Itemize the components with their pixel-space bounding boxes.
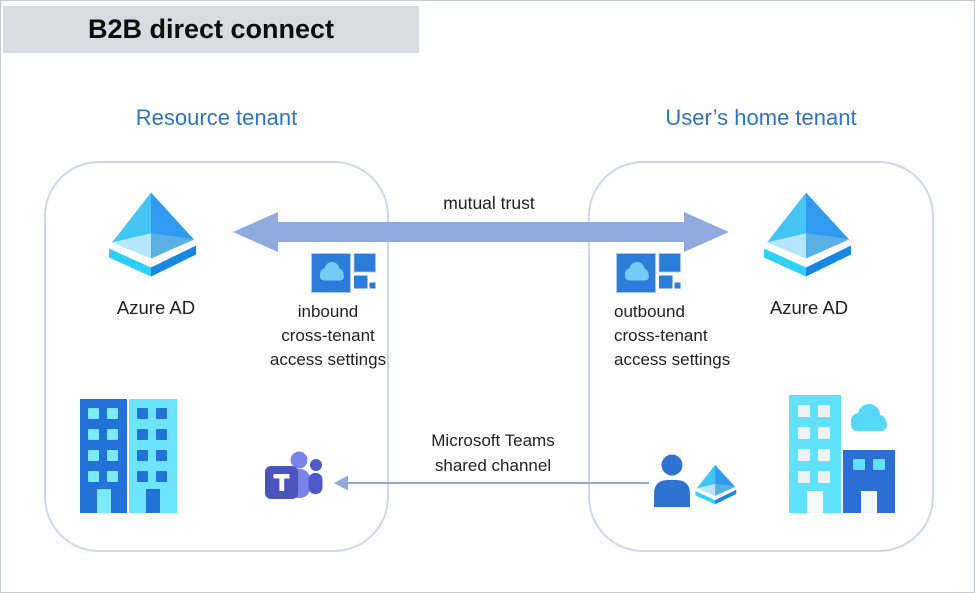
teams-icon	[265, 451, 323, 499]
azure-ad-icon	[764, 192, 851, 277]
shared-channel-label: Microsoft Teams shared channel	[431, 431, 555, 475]
resource-tenant-heading: Resource tenant	[135, 105, 298, 130]
buildings-icon	[80, 399, 177, 513]
azure-ad-small-icon	[695, 464, 737, 505]
home-tenant-box	[588, 161, 934, 552]
cloud-icon	[320, 262, 344, 281]
azure-ad-icon	[109, 192, 196, 277]
cross-tenant-access-settings-icon	[616, 253, 681, 293]
azure-ad-label-right: Azure AD	[769, 297, 849, 318]
outbound-access-settings-label: outbound cross-tenant access settings	[614, 302, 731, 369]
cross-tenant-access-settings-icon	[311, 253, 376, 293]
title-banner: B2B direct connect	[3, 6, 419, 53]
mutual-trust-label: mutual trust	[443, 193, 535, 213]
azure-ad-label-left: Azure AD	[116, 297, 196, 318]
buildings-cloud-icon	[789, 395, 895, 513]
shared-channel-arrow	[334, 475, 649, 491]
home-tenant-heading: User’s home tenant	[665, 105, 857, 130]
cloud-icon	[625, 262, 649, 281]
inbound-access-settings-label: inbound cross-tenant access settings	[269, 302, 387, 369]
cloud-icon	[851, 404, 887, 431]
user-icon	[654, 454, 690, 507]
resource-tenant-box	[44, 161, 389, 552]
page-title: B2B direct connect	[87, 14, 335, 44]
mutual-trust-arrow	[233, 212, 729, 252]
